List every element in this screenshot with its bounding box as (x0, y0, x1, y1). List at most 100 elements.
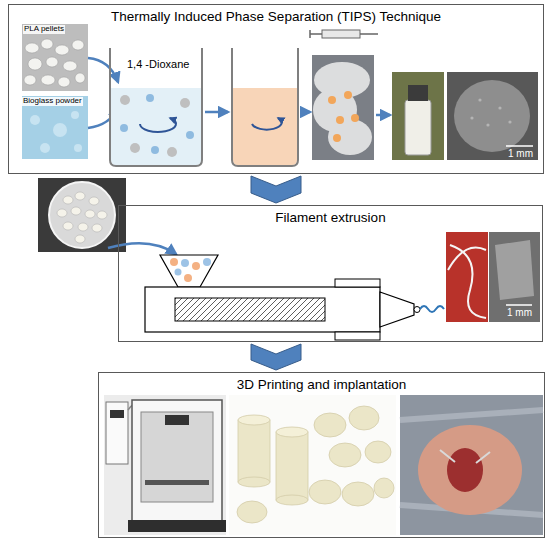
pore (478, 98, 481, 101)
droplet (344, 91, 352, 99)
pellet (75, 235, 85, 243)
scaffold-disc (329, 443, 361, 467)
scaffold-cylinder (238, 415, 270, 425)
scaffold-disc (309, 480, 341, 504)
scaffold-disc (237, 501, 267, 523)
scale-bar (506, 145, 533, 147)
build-chamber (141, 412, 213, 502)
panel: Thermally Induced Phase Separation (TIPS… (8, 4, 544, 174)
syringe-barrel (322, 30, 360, 38)
panel-title: 3D Printing and implantation (99, 373, 544, 393)
pellet (58, 77, 70, 87)
filament-spool (106, 402, 128, 464)
filament (450, 245, 486, 318)
droplet (333, 134, 341, 142)
print-head (165, 415, 189, 425)
pellet (85, 210, 95, 218)
scaffold-disc (342, 482, 374, 506)
spool-mark (110, 410, 124, 418)
pellet (63, 196, 73, 204)
pore (486, 123, 489, 126)
pellet (55, 45, 69, 55)
feed-particle (203, 258, 211, 266)
heater (335, 279, 380, 287)
feed-particle (175, 269, 182, 276)
scaffold-disc (374, 478, 394, 498)
petri-dish (49, 182, 115, 248)
scaffold-cylinder (276, 427, 308, 437)
filament-out (420, 306, 444, 312)
figure-label: 1,4 -Dioxane (126, 58, 190, 70)
powder-particle (186, 131, 194, 139)
scaffold-cylinder (276, 432, 308, 500)
droplet (351, 114, 359, 122)
pellet (120, 95, 130, 105)
vial-photo (392, 72, 444, 160)
feed-particle (184, 274, 192, 282)
pellet (46, 57, 58, 67)
pellet (63, 222, 73, 230)
pellet (41, 39, 53, 49)
vial-cap (408, 85, 428, 101)
powder-speck (74, 144, 82, 152)
pellet (41, 75, 55, 85)
retractor (440, 450, 490, 463)
powder-speck (71, 111, 79, 119)
panel-title: Filament extrusion (119, 206, 542, 226)
fog (328, 119, 372, 155)
scale-bar (506, 304, 532, 306)
pore (498, 106, 501, 109)
scaffold-disc (365, 441, 391, 463)
wound (447, 448, 483, 492)
pellet (78, 223, 88, 231)
panel: 3D Printing and implantation (98, 372, 545, 538)
solvent-liquid (111, 88, 201, 165)
pellet (130, 143, 140, 153)
scaffold-cylinder (238, 477, 270, 487)
pore (470, 116, 473, 119)
petri-photo (38, 178, 126, 252)
figure-label: PLA pellets (23, 25, 65, 34)
printer-photo (104, 395, 226, 535)
pellet (75, 73, 85, 83)
figure-label: 1 mm (506, 307, 533, 318)
barrel (145, 287, 380, 332)
powder-particle (151, 146, 159, 154)
sem-image (447, 72, 538, 160)
pellet (167, 147, 177, 157)
droplet (328, 96, 336, 104)
stir-arrow (252, 118, 282, 130)
pellet (97, 211, 107, 219)
scaffold-disc (314, 413, 346, 437)
printer-frame (132, 400, 222, 525)
pellets-photo (22, 24, 88, 91)
powder-particle (146, 94, 154, 102)
scaffolds-photo (229, 395, 396, 535)
panel: Filament extrusion (118, 205, 543, 342)
powder-particle (120, 124, 128, 132)
sem-sample (454, 80, 530, 152)
pellet (24, 75, 36, 85)
pellet (89, 197, 99, 205)
pellet (71, 207, 81, 215)
syringe-needle (310, 30, 378, 38)
dry-ice-photo (312, 55, 374, 160)
flow-arrow (88, 58, 118, 82)
powder-speck (30, 115, 40, 125)
heater (335, 332, 380, 340)
hopper (160, 255, 218, 287)
feed-particle (170, 258, 178, 266)
filament (448, 248, 486, 271)
drape (400, 410, 543, 515)
die (380, 292, 414, 327)
feed-particle (181, 259, 189, 267)
pellet (57, 209, 67, 217)
flow-arrow (205, 111, 228, 114)
pellet (180, 98, 190, 108)
pellet (72, 40, 84, 50)
pellet (63, 61, 77, 71)
flow-chevron (251, 344, 301, 370)
flow-arrow (300, 111, 310, 114)
